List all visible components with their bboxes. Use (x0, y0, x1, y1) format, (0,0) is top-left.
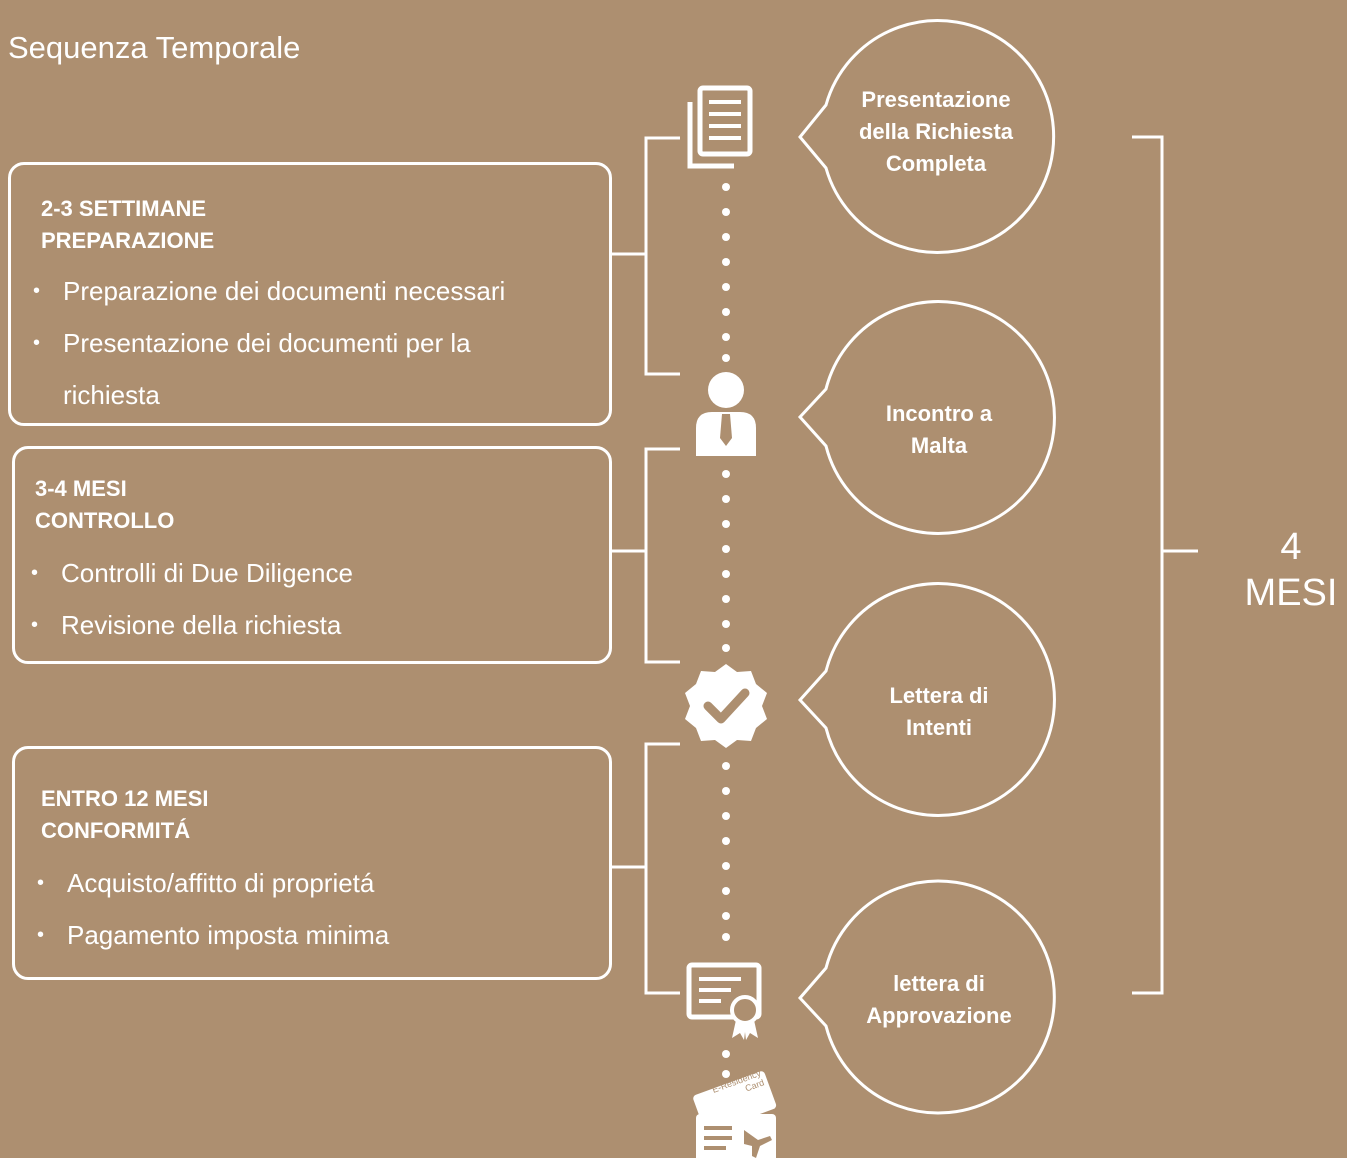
list-item: Preparazione dei documenti necessari (33, 265, 593, 317)
phase-box-conformita: ENTRO 12 MESI CONFORMITÁ Acquisto/affitt… (12, 746, 612, 980)
page-title: Sequenza Temporale (8, 30, 301, 65)
phase-name: PREPARAZIONE (41, 228, 215, 253)
businessman-icon (694, 370, 758, 461)
step-label-incontro: Incontro a Malta (885, 401, 993, 458)
total-unit: MESI (1244, 572, 1338, 614)
phase-list: Controlli di Due Diligence Revisione del… (31, 547, 591, 651)
list-item: Pagamento imposta minima (37, 909, 597, 961)
total-duration: 4 MESI (1236, 524, 1346, 616)
step-bubble-1 (798, 19, 1056, 254)
dotted-timeline (722, 183, 730, 1078)
phase-box-preparazione: 2-3 SETTIMANE PREPARAZIONE Preparazione … (8, 162, 612, 426)
phase-heading: 3-4 MESI CONTROLLO (35, 473, 174, 537)
step-bubble-3 (797, 582, 1056, 817)
residency-card-icon: E-Residency Card (688, 1070, 780, 1158)
phase-list: Acquisto/affitto di proprietá Pagamento … (37, 857, 597, 961)
step-bubble-2 (797, 300, 1056, 535)
list-item: Acquisto/affitto di proprietá (37, 857, 597, 909)
bracket-conformita (644, 742, 680, 995)
step-label-lettera-approvazione: lettera di Approvazione (866, 971, 1012, 1028)
phase-box-controllo: 3-4 MESI CONTROLLO Controlli di Due Dili… (12, 446, 612, 664)
step-label-presentazione: Presentazione della Richiesta Completa (858, 87, 1014, 176)
bracket-preparazione (644, 136, 680, 376)
list-item: Controlli di Due Diligence (31, 547, 591, 599)
step-label-lettera-intenti: Lettera di Intenti (889, 683, 989, 740)
documents-icon (682, 84, 756, 177)
total-bracket (1132, 135, 1164, 995)
phase-duration: ENTRO 12 MESI (41, 786, 209, 811)
phase-name: CONTROLLO (35, 508, 175, 533)
phase-heading: ENTRO 12 MESI CONFORMITÁ (41, 783, 208, 847)
phase-duration: 2-3 SETTIMANE (41, 196, 207, 221)
bracket-controllo (644, 447, 680, 664)
step-bubble-4 (797, 879, 1056, 1115)
total-number: 4 (1280, 526, 1302, 568)
check-badge-icon (683, 662, 769, 753)
list-item-continuation: richiesta (63, 380, 160, 410)
phase-duration: 3-4 MESI (35, 476, 127, 501)
phase-heading: 2-3 SETTIMANE PREPARAZIONE (41, 193, 214, 257)
phase-name: CONFORMITÁ (41, 818, 191, 843)
list-item: Presentazione dei documenti per la (33, 317, 593, 369)
list-item: Revisione della richiesta (31, 599, 591, 651)
phase-list: Preparazione dei documenti necessari Pre… (33, 265, 593, 421)
certificate-icon (686, 962, 770, 1047)
